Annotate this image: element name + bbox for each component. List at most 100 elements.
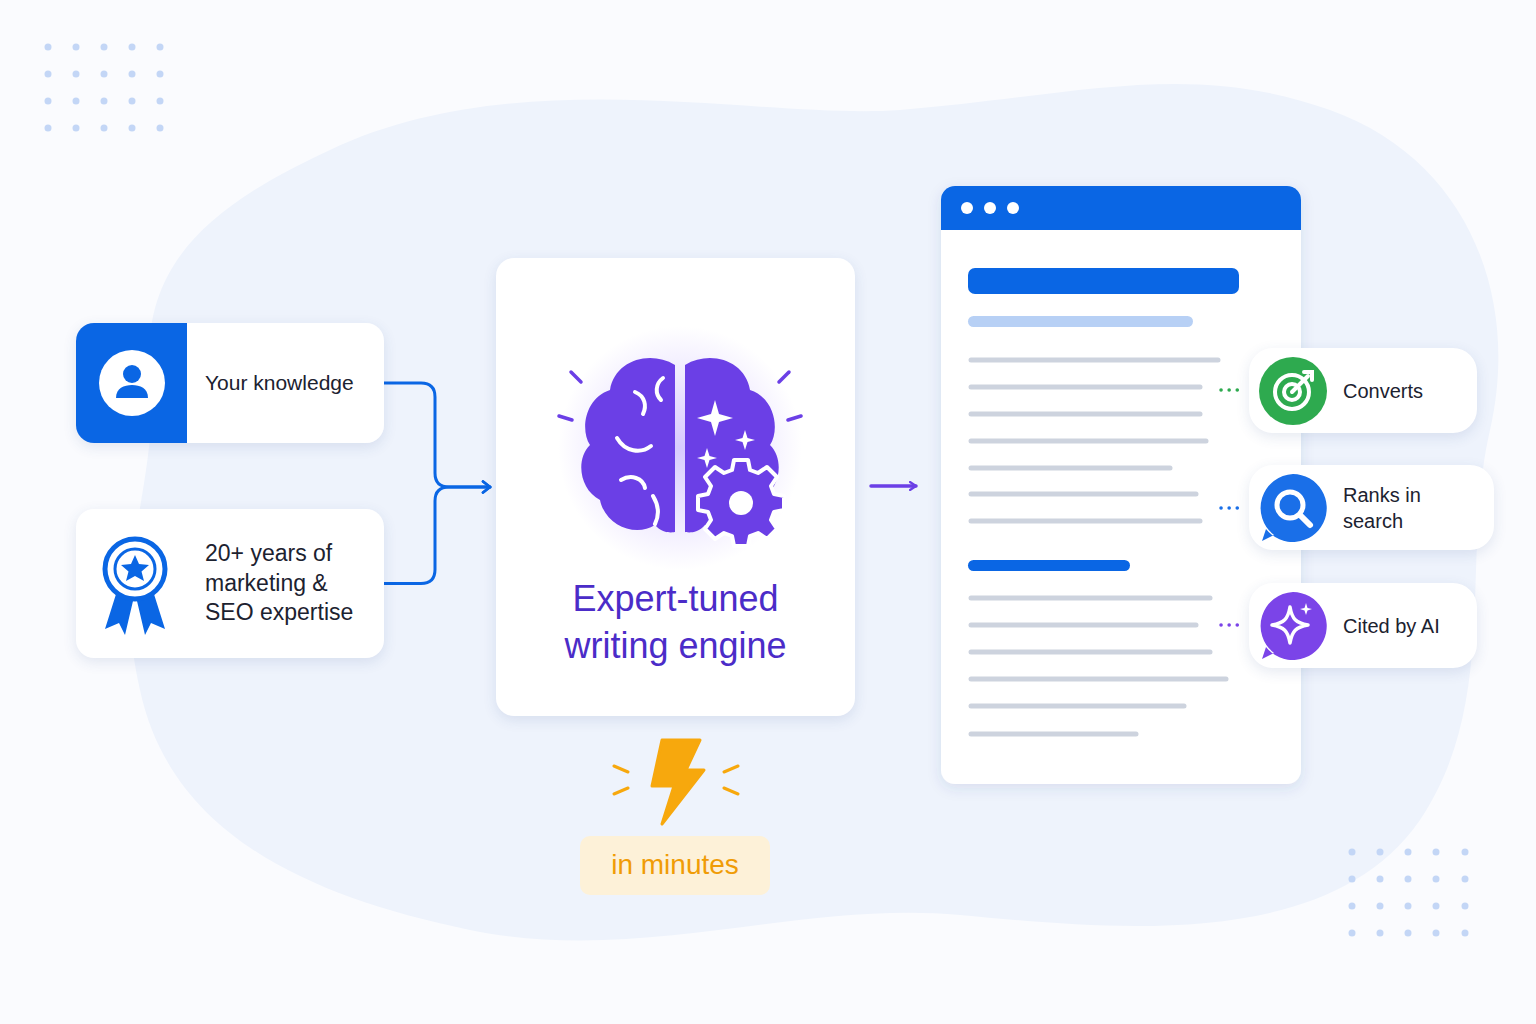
output-arrow — [871, 484, 916, 488]
svg-line-part — [1292, 376, 1308, 392]
svg-line-part — [1300, 515, 1310, 525]
svg-circle-part — [984, 202, 996, 214]
award-badge-icon — [95, 531, 175, 641]
svg-polygon-part — [652, 740, 704, 824]
node-label: Ranks in search — [1343, 482, 1480, 534]
svg-circle-part — [1462, 930, 1469, 937]
svg-circle-part — [1433, 930, 1440, 937]
svg-circle-part — [1405, 930, 1412, 937]
svg-circle-part — [558, 326, 802, 570]
svg-path-part — [1300, 603, 1312, 615]
svg-circle-part — [1377, 903, 1384, 910]
svg-path-part — [635, 392, 645, 414]
svg-circle-part — [961, 202, 973, 214]
result-pill: Ranks in search — [1249, 465, 1494, 550]
svg-line-part — [571, 372, 581, 382]
svg-path-part — [1304, 372, 1312, 380]
svg-line-part — [971, 466, 1170, 471]
svg-path-part — [941, 186, 1301, 230]
svg-circle-part — [157, 125, 164, 132]
expertise-box: 20+ years of marketing & SEO expertise — [76, 509, 384, 658]
svg-circle-part — [101, 98, 108, 105]
knowledge-box: Your knowledge — [76, 323, 384, 443]
svg-circle-part — [45, 71, 52, 78]
svg-g-part — [698, 460, 784, 546]
svg-circle-part — [1462, 903, 1469, 910]
svg-circle-part — [1433, 876, 1440, 883]
svg-circle-part — [1377, 876, 1384, 883]
svg-g-part — [971, 360, 1226, 734]
svg-rect-part — [941, 186, 1301, 784]
time-badge: in minutes — [580, 836, 770, 895]
engine-box: Expert-tuned writing engine — [496, 258, 855, 716]
node-label: Cited by AI — [1343, 613, 1440, 639]
svg-circle-part — [99, 350, 165, 416]
svg-g-part — [698, 460, 784, 546]
svg-circle-part — [729, 491, 753, 515]
node-label: in minutes — [611, 847, 739, 883]
svg-line-part — [724, 788, 738, 794]
svg-path-part — [735, 430, 755, 450]
svg-rect-part — [968, 560, 1130, 571]
svg-line-part — [614, 766, 628, 772]
svg-path-part — [116, 385, 148, 398]
svg-line-part — [779, 372, 789, 382]
svg-circle-part — [73, 98, 80, 105]
svg-line-part — [559, 416, 572, 420]
svg-path-part — [698, 460, 784, 546]
svg-g-part — [614, 766, 738, 794]
svg-circle-part — [45, 44, 52, 51]
svg-circle-part — [73, 44, 80, 51]
svg-circle-part — [1405, 876, 1412, 883]
svg-circle-part — [1349, 849, 1356, 856]
svg-circle-part — [101, 71, 108, 78]
svg-circle-part — [1405, 849, 1412, 856]
svg-path-part — [1261, 592, 1327, 660]
svg-circle-part — [129, 44, 136, 51]
lightning-bolt — [614, 740, 738, 824]
svg-circle-part — [1377, 849, 1384, 856]
node-label: Expert-tuned writing engine — [536, 576, 816, 670]
svg-line-part — [1221, 506, 1242, 510]
user-icon — [92, 343, 172, 423]
svg-circle-part — [101, 44, 108, 51]
svg-line-part — [724, 766, 738, 772]
svg-circle-part — [129, 125, 136, 132]
svg-path-part — [617, 438, 651, 451]
svg-circle-part — [1007, 202, 1019, 214]
svg-rect-part — [968, 316, 1193, 327]
svg-g-part — [617, 378, 663, 524]
svg-rect-part — [968, 268, 1239, 294]
svg-circle-part — [1349, 903, 1356, 910]
svg-circle-part — [101, 125, 108, 132]
result-pill: Converts — [1249, 348, 1477, 433]
svg-circle-part — [157, 71, 164, 78]
target-icon — [1258, 356, 1328, 426]
svg-circle-part — [1405, 903, 1412, 910]
svg-line-part — [1221, 388, 1242, 392]
svg-circle-part — [115, 549, 155, 589]
ai-sparkle-icon — [1258, 591, 1328, 661]
node-label: Converts — [1343, 378, 1423, 404]
svg-circle-part — [73, 71, 80, 78]
svg-line-part — [971, 385, 1200, 390]
svg-line-part — [971, 623, 1196, 628]
svg-path-part — [653, 496, 658, 524]
svg-circle-part — [45, 98, 52, 105]
svg-path-part — [581, 358, 675, 532]
svg-circle-part — [1433, 849, 1440, 856]
svg-circle-part — [1462, 876, 1469, 883]
svg-circle-part — [1349, 930, 1356, 937]
svg-circle-part — [45, 125, 52, 132]
svg-circle-part — [123, 365, 141, 383]
svg-circle-part — [73, 125, 80, 132]
svg-circle-part — [105, 539, 165, 599]
svg-line-part — [971, 704, 1184, 709]
svg-path-part — [697, 448, 717, 468]
svg-line-part — [788, 416, 801, 420]
result-pill: Cited by AI — [1249, 583, 1477, 668]
svg-circle-part — [1377, 930, 1384, 937]
search-icon — [1258, 473, 1328, 543]
svg-path-part — [1261, 474, 1327, 542]
